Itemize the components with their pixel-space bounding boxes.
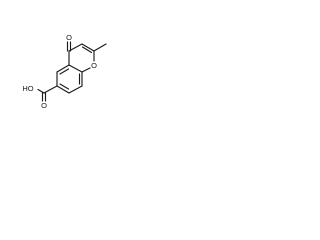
bond-c7-c6 (56, 85, 70, 94)
ring-oxygen-label: O (91, 61, 97, 70)
bond-c3-c2 (81, 43, 95, 52)
bond-c4a-c8a (68, 64, 83, 73)
bond-c5-c4a (56, 64, 70, 73)
ketone-oxygen-label: O (66, 33, 72, 42)
bond-inner-3 (59, 68, 70, 75)
bond-c2-methyl (93, 43, 107, 52)
bond-lines (37, 41, 107, 102)
bond-inner-2 (59, 83, 70, 90)
acid-carbonyl-oxygen-label: O (41, 101, 47, 110)
bond-c4-c3 (68, 43, 83, 52)
bond-c8-c7 (68, 85, 83, 94)
bond-c6-cacid (43, 85, 58, 94)
bond-c3-c2-double (81, 46, 93, 54)
molecule-structure-diagram: HO O O O (22, 33, 107, 110)
bond-o1-c8a (81, 67, 91, 73)
hydroxyl-label: HO (22, 84, 33, 93)
atom-labels: HO O O O (22, 33, 97, 110)
bond-cacid-oh (37, 88, 45, 94)
